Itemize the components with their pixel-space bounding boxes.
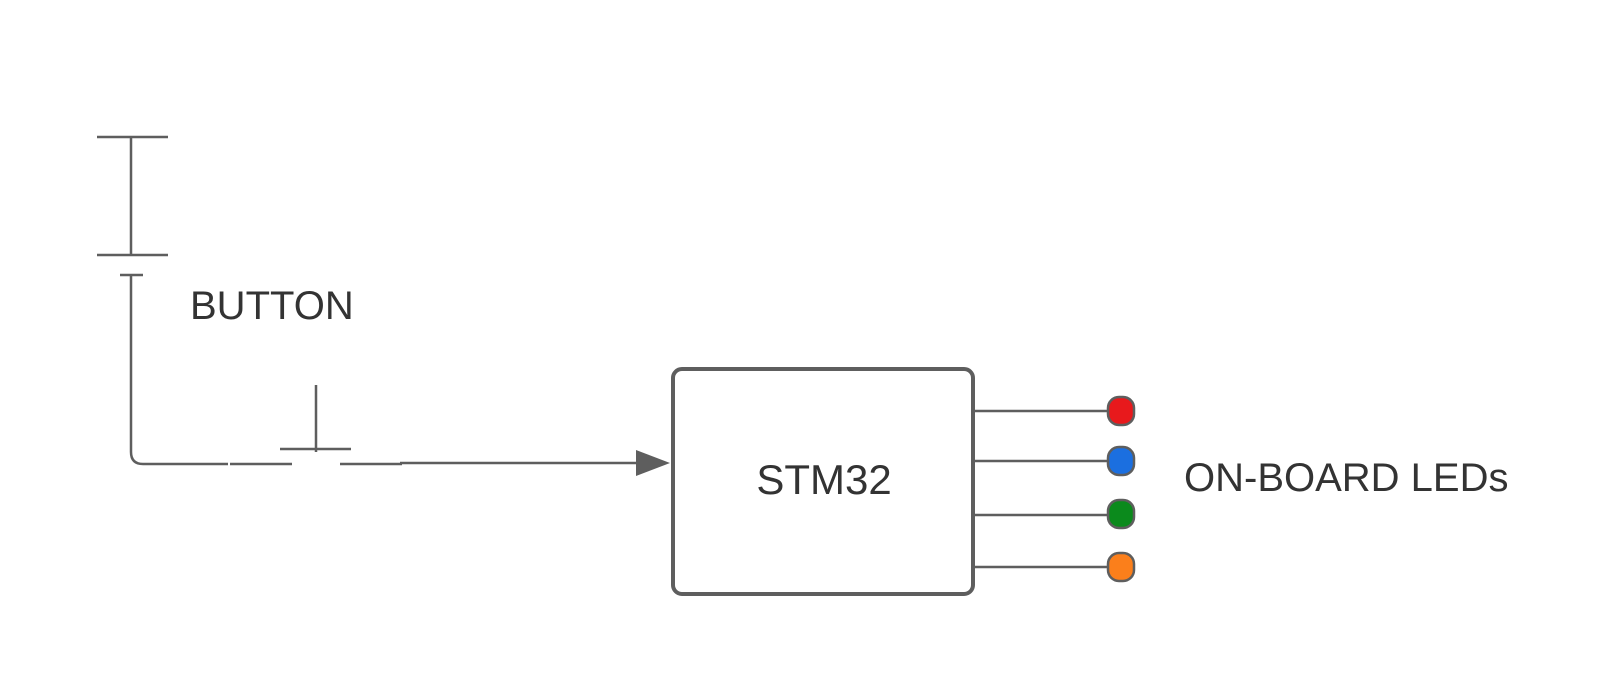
orange-led <box>1106 551 1136 583</box>
blue-led <box>1106 445 1136 477</box>
stm32-block <box>671 367 975 596</box>
stm32-label: STM32 <box>756 456 891 503</box>
signal-arrowhead <box>636 450 670 476</box>
on-board-leds-label: ON-BOARD LEDs <box>1184 456 1509 500</box>
power-wire <box>129 275 180 466</box>
red-led <box>1106 395 1136 427</box>
push-button-symbol <box>180 385 402 466</box>
button-label: BUTTON <box>190 284 354 328</box>
green-led <box>1106 498 1136 530</box>
battery-symbol <box>97 135 168 277</box>
